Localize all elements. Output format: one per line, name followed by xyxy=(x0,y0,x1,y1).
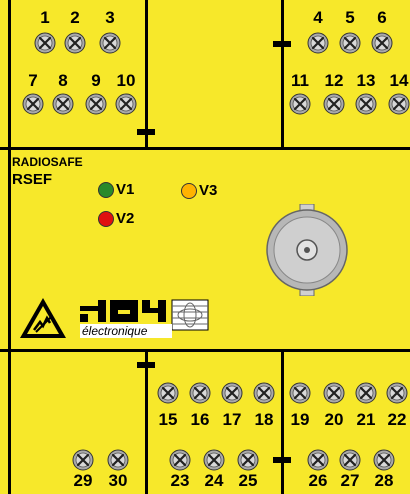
terminal-number-15: 15 xyxy=(158,410,178,429)
jay-logo-icon xyxy=(80,299,209,338)
terminal-screw-icon[interactable] xyxy=(388,93,410,115)
divider-tick xyxy=(137,129,155,135)
terminal-number-20: 20 xyxy=(324,410,344,429)
terminal-number-30: 30 xyxy=(108,471,128,490)
terminal-screw-icon[interactable] xyxy=(371,32,393,54)
terminal-screw-icon[interactable] xyxy=(355,93,377,115)
terminal-screw-icon[interactable] xyxy=(289,93,311,115)
terminal-number-4: 4 xyxy=(313,8,323,27)
bottom-left-block-divider xyxy=(145,350,148,494)
terminal-screw-icon[interactable] xyxy=(323,382,345,404)
terminal-screw-icon[interactable] xyxy=(107,449,129,471)
terminal-screw-icon[interactable] xyxy=(189,382,211,404)
led-v2-label: V2 xyxy=(116,210,135,227)
product-line-label: RADIOSAFE xyxy=(12,155,83,169)
terminal-screw-icon[interactable] xyxy=(373,449,395,471)
terminal-screw-icon[interactable] xyxy=(64,32,86,54)
terminal-number-9: 9 xyxy=(91,71,101,90)
terminal-number-16: 16 xyxy=(190,410,210,429)
led-v1-label: V1 xyxy=(116,181,135,198)
terminal-screw-icon[interactable] xyxy=(22,93,44,115)
bottom-divider-line xyxy=(0,349,410,352)
terminal-screw-icon[interactable] xyxy=(253,382,275,404)
terminal-number-25: 25 xyxy=(238,471,258,490)
led-v1-indicator xyxy=(98,182,114,198)
terminal-number-19: 19 xyxy=(290,410,310,429)
terminal-number-28: 28 xyxy=(374,471,394,490)
logo-subtext: électronique xyxy=(82,324,148,338)
terminal-screw-icon[interactable] xyxy=(307,449,329,471)
terminal-screw-icon[interactable] xyxy=(72,449,94,471)
divider-tick xyxy=(273,41,291,47)
terminal-number-12: 12 xyxy=(324,71,344,90)
led-v3-label: V3 xyxy=(199,182,218,199)
terminal-number-29: 29 xyxy=(73,471,93,490)
terminal-screw-icon[interactable] xyxy=(307,32,329,54)
terminal-number-14: 14 xyxy=(389,71,409,90)
bottom-right-block-divider xyxy=(281,350,284,494)
terminal-number-26: 26 xyxy=(308,471,328,490)
terminal-number-17: 17 xyxy=(222,410,242,429)
left-edge-line xyxy=(8,0,11,494)
terminal-screw-icon[interactable] xyxy=(115,93,137,115)
top-left-block-divider xyxy=(145,0,148,148)
terminal-screw-icon[interactable] xyxy=(323,93,345,115)
terminal-screw-icon[interactable] xyxy=(99,32,121,54)
terminal-number-7: 7 xyxy=(28,71,38,90)
terminal-number-6: 6 xyxy=(377,8,387,27)
terminal-screw-icon[interactable] xyxy=(221,382,243,404)
terminal-number-23: 23 xyxy=(170,471,190,490)
terminal-screw-icon[interactable] xyxy=(355,382,377,404)
terminal-number-2: 2 xyxy=(70,8,80,27)
terminal-number-13: 13 xyxy=(356,71,376,90)
terminal-screw-icon[interactable] xyxy=(339,32,361,54)
terminal-number-27: 27 xyxy=(340,471,360,490)
led-v3-indicator xyxy=(181,183,197,199)
terminal-screw-icon[interactable] xyxy=(157,382,179,404)
terminal-number-21: 21 xyxy=(356,410,376,429)
terminal-number-22: 22 xyxy=(387,410,407,429)
bnc-connector-icon[interactable] xyxy=(265,204,349,296)
terminal-number-5: 5 xyxy=(345,8,355,27)
terminal-screw-icon[interactable] xyxy=(34,32,56,54)
divider-tick xyxy=(137,362,155,368)
terminal-number-10: 10 xyxy=(116,71,136,90)
terminal-number-8: 8 xyxy=(58,71,68,90)
terminal-screw-icon[interactable] xyxy=(52,93,74,115)
terminal-number-18: 18 xyxy=(254,410,274,429)
terminal-screw-icon[interactable] xyxy=(203,449,225,471)
terminal-screw-icon[interactable] xyxy=(85,93,107,115)
terminal-screw-icon[interactable] xyxy=(169,449,191,471)
model-label: RSEF xyxy=(12,171,53,188)
terminal-screw-icon[interactable] xyxy=(386,382,408,404)
led-v2-indicator xyxy=(98,211,114,227)
terminal-screw-icon[interactable] xyxy=(339,449,361,471)
terminal-number-24: 24 xyxy=(204,471,224,490)
terminal-number-11: 11 xyxy=(291,71,309,90)
top-right-block-divider xyxy=(281,0,284,148)
divider-tick xyxy=(273,457,291,463)
top-divider-line xyxy=(0,147,410,150)
terminal-screw-icon[interactable] xyxy=(289,382,311,404)
terminal-screw-icon[interactable] xyxy=(237,449,259,471)
terminal-number-3: 3 xyxy=(105,8,115,27)
esd-warning-triangle-icon xyxy=(20,298,66,338)
terminal-number-1: 1 xyxy=(40,8,50,27)
